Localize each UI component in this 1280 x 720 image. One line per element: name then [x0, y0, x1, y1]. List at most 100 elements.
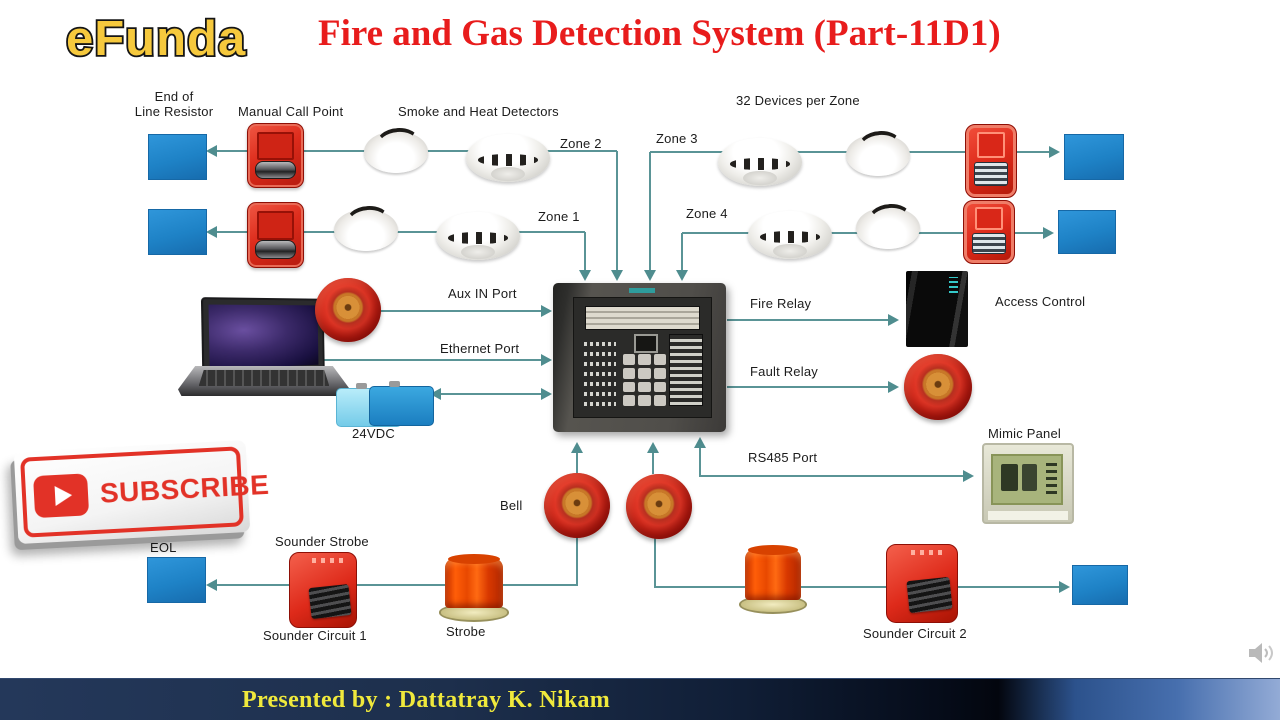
smoke-detector: [466, 134, 550, 182]
manual-call-point-device: [247, 202, 304, 268]
efunda-logo-text: eFunda: [66, 12, 246, 66]
connector-line: [699, 446, 701, 477]
access-control-device: [906, 271, 968, 347]
laptop-device: [200, 297, 325, 378]
eol-resistor-box: [148, 209, 207, 255]
footer-bar: Presented by : Dattatray K. Nikam: [0, 678, 1280, 720]
connector-line: [380, 310, 542, 312]
connector-line: [616, 151, 618, 273]
arrow-right-icon: [1049, 146, 1060, 158]
smoke-detector: [718, 138, 802, 186]
arrow-down-icon: [644, 270, 656, 281]
connector-line: [699, 475, 965, 477]
arrow-down-icon: [611, 270, 623, 281]
arrow-up-icon: [694, 437, 706, 448]
sounder-strobe-device: [289, 552, 357, 628]
mimic-panel-label: Mimic Panel: [988, 426, 1061, 441]
arrow-right-icon: [1043, 227, 1054, 239]
arrow-up-icon: [571, 442, 583, 453]
subscribe-button[interactable]: SUBSCRIBE: [13, 439, 270, 545]
bell-label: Bell: [500, 498, 523, 513]
eol-label: EOL: [150, 540, 177, 555]
connector-line: [652, 451, 654, 474]
strobe-label: Strobe: [446, 624, 486, 639]
panel-brand-tag: [629, 288, 655, 293]
bell-device: [315, 278, 381, 342]
bell-device: [626, 474, 692, 539]
end-of-line-resistor-label: End of Line Resistor: [134, 89, 214, 119]
connector-line: [654, 586, 1061, 588]
strobe-beacon: [438, 553, 510, 622]
sounder-strobe-device: [965, 124, 1017, 198]
panel-keypad: [623, 353, 666, 407]
arrow-right-icon: [963, 470, 974, 482]
efunda-logo: eFunda: [64, 10, 247, 68]
arrow-left-icon: [206, 226, 217, 238]
zone-4-label: Zone 4: [686, 206, 728, 221]
smoke-detector: [748, 211, 832, 259]
eol-resistor-box: [1072, 565, 1128, 605]
smoke-detector: [436, 212, 520, 260]
sounder-strobe-device: [886, 544, 958, 623]
sounder-circuit-1-label: Sounder Circuit 1: [263, 628, 367, 643]
zone-1-label: Zone 1: [538, 209, 580, 224]
eol-resistor-box: [147, 557, 206, 603]
panel-label-strip: [669, 333, 703, 407]
aux-in-port-label: Aux IN Port: [448, 286, 517, 301]
devices-per-zone-label: 32 Devices per Zone: [736, 93, 860, 108]
connector-line: [727, 386, 889, 388]
eol-resistor-box: [1064, 134, 1124, 180]
connector-line: [649, 152, 651, 272]
arrow-left-icon: [206, 145, 217, 157]
battery-label: 24VDC: [352, 426, 395, 441]
laptop-keyboard: [178, 366, 350, 396]
heat-detector: [856, 202, 920, 249]
strobe-beacon: [738, 545, 808, 614]
zone-3-label: Zone 3: [656, 131, 698, 146]
connector-line: [210, 584, 578, 586]
page-title: Fire and Gas Detection System (Part-11D1…: [318, 13, 1001, 54]
control-panel-device: [553, 283, 726, 432]
heat-detector: [846, 129, 910, 176]
zone-2-label: Zone 2: [560, 136, 602, 151]
manual-call-point-device: [247, 123, 304, 188]
arrow-right-icon: [541, 388, 552, 400]
connector-line: [654, 538, 656, 588]
arrow-right-icon: [541, 354, 552, 366]
fire-relay-label: Fire Relay: [750, 296, 812, 311]
panel-display: [584, 306, 701, 330]
arrow-right-icon: [1059, 581, 1070, 593]
heat-detector: [364, 126, 428, 173]
connector-line: [727, 319, 889, 321]
fault-relay-label: Fault Relay: [750, 364, 818, 379]
smoke-heat-detectors-label: Smoke and Heat Detectors: [398, 104, 559, 119]
rs485-port-label: RS485 Port: [748, 450, 818, 465]
arrow-right-icon: [888, 381, 899, 393]
arrow-right-icon: [541, 305, 552, 317]
connector-line: [438, 393, 542, 395]
sounder-strobe-label: Sounder Strobe: [275, 534, 369, 549]
arrow-left-icon: [206, 579, 217, 591]
manual-call-point-label: Manual Call Point: [238, 104, 344, 119]
speaker-icon[interactable]: [1246, 640, 1276, 666]
connector-line: [282, 359, 542, 361]
access-control-label: Access Control: [995, 294, 1086, 309]
bell-device: [904, 354, 972, 420]
panel-led-block: [583, 337, 617, 407]
arrow-left-icon: [430, 388, 441, 400]
connector-line: [584, 232, 586, 273]
arrow-up-icon: [647, 442, 659, 453]
bell-device: [544, 473, 610, 538]
sounder-strobe-device: [963, 200, 1015, 264]
heat-detector: [334, 204, 398, 251]
sounder-circuit-2-label: Sounder Circuit 2: [863, 626, 967, 641]
connector-line: [681, 233, 683, 273]
arrow-down-icon: [676, 270, 688, 281]
arrow-down-icon: [579, 270, 591, 281]
eol-resistor-box: [1058, 210, 1116, 254]
presenter-credit: Presented by : Dattatray K. Nikam: [242, 687, 611, 713]
youtube-play-icon: [33, 473, 90, 519]
connector-line: [576, 451, 578, 474]
battery-24vdc: [369, 381, 434, 426]
